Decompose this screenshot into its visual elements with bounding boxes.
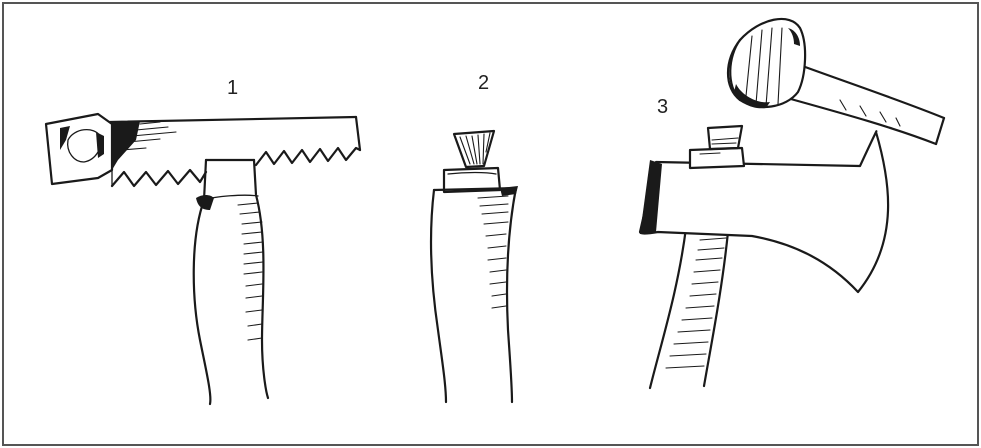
axe-handle-icon <box>431 168 518 402</box>
step-1-illustration: 1 <box>46 77 360 404</box>
step-2-illustration: 2 <box>431 72 518 402</box>
wedge-icon <box>454 131 494 167</box>
saw-icon <box>46 114 360 186</box>
axe-handle-icon <box>194 160 268 404</box>
axe-head-icon <box>640 126 888 292</box>
axe-handle-icon <box>650 228 728 388</box>
hammer-icon <box>728 19 944 144</box>
step-3-illustration: 3 <box>640 19 944 388</box>
step-2-label: 2 <box>478 72 489 94</box>
step-1-label: 1 <box>227 77 238 99</box>
step-3-label: 3 <box>657 96 668 118</box>
